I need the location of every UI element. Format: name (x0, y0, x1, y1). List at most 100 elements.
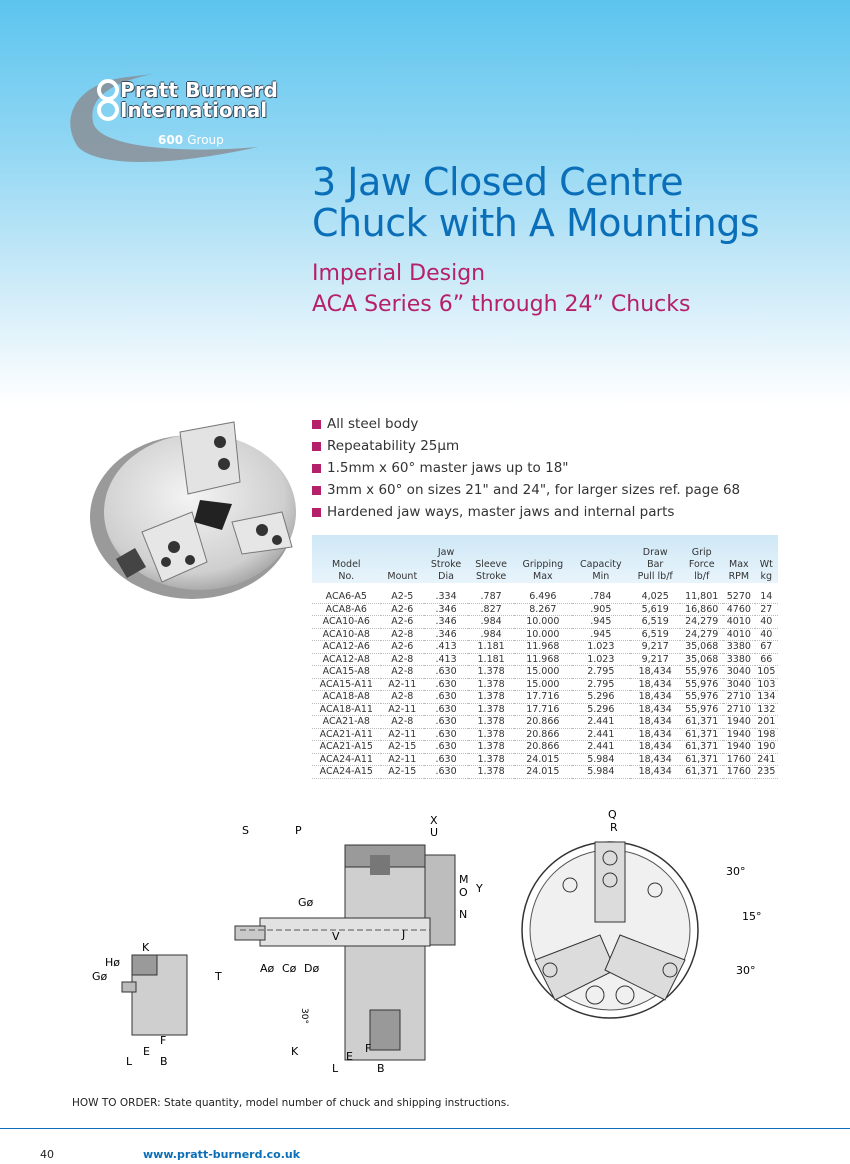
table-cell: 190 (754, 740, 778, 754)
dim-label-Y: Y (475, 882, 483, 895)
table-cell: ACA12-A6 (312, 640, 381, 654)
table-cell: ACA10-A8 (312, 628, 381, 641)
table-cell: 1.378 (468, 703, 515, 716)
table-cell: 20.866 (514, 740, 572, 754)
table-cell: 2.441 (571, 728, 631, 741)
table-cell: 1.378 (468, 765, 515, 779)
table-cell: 18,434 (630, 715, 681, 729)
table-cell: 1760 (723, 765, 755, 779)
column-header-line: Dia (438, 571, 454, 582)
table-cell: 61,371 (680, 715, 724, 729)
table-cell: 6.496 (514, 583, 572, 604)
table-cell: 8.267 (514, 603, 572, 616)
dim-label-J: J (401, 928, 405, 941)
angle-label-2: 15° (742, 910, 762, 923)
column-header-line: lb/f (694, 571, 710, 582)
table-cell: A2-6 (380, 603, 425, 616)
table-cell: 132 (754, 703, 778, 716)
website-link[interactable]: www.pratt-burnerd.co.uk (143, 1148, 301, 1161)
dim-label-C: Cø (282, 962, 297, 975)
table-cell: 5.296 (571, 690, 631, 704)
table-cell: .630 (424, 715, 469, 729)
table-cell: 40 (754, 615, 778, 629)
table-cell: 18,434 (630, 765, 681, 779)
table-cell: 55,976 (680, 690, 724, 704)
dim-label-E: E (346, 1050, 353, 1063)
table-cell: 11.968 (514, 653, 572, 666)
table-cell: A2-11 (380, 678, 425, 691)
feature-item: Repeatability 25µm (312, 435, 740, 457)
table-cell: 61,371 (680, 765, 724, 779)
logo-line-2: International (120, 98, 268, 122)
table-cell: .630 (424, 765, 469, 779)
table-cell: 1.378 (468, 678, 515, 691)
column-header-line (757, 547, 776, 559)
dimension-drawings: S P X U M O N Y Gø V J T Aø Cø Dø 30° K … (92, 810, 762, 1075)
page-title: 3 Jaw Closed Centre Chuck with A Mountin… (312, 162, 760, 245)
table-cell: 24.015 (514, 765, 572, 779)
company-logo (70, 74, 258, 162)
page-number: 40 (40, 1148, 54, 1161)
table-cell: A2-8 (380, 715, 425, 729)
table-cell: ACA21-A15 (312, 740, 381, 754)
table-cell: 11.968 (514, 640, 572, 654)
table-cell: 134 (754, 690, 778, 704)
logo-group-number: 600 (158, 133, 184, 147)
table-cell: 61,371 (680, 728, 724, 741)
column-header-line: No. (338, 571, 355, 582)
header-banner (0, 0, 850, 405)
table-cell: 55,976 (680, 703, 724, 716)
table-cell: 15.000 (514, 678, 572, 691)
table-cell: ACA6-A5 (312, 583, 381, 604)
column-header-line (725, 547, 753, 559)
angle-label-3: 30° (736, 964, 756, 977)
table-cell: 201 (754, 715, 778, 729)
table-cell: 24.015 (514, 753, 572, 766)
column-header-line: Force (688, 559, 715, 570)
table-cell: 10.000 (514, 615, 572, 629)
dim-label-R: R (610, 821, 618, 834)
table-cell: 55,976 (680, 665, 724, 679)
table-cell: .787 (468, 583, 515, 604)
table-cell: .630 (424, 728, 469, 741)
table-cell: 3380 (723, 640, 755, 654)
dim-label-L2: L (126, 1055, 133, 1068)
table-cell: A2-6 (380, 640, 425, 654)
table-cell: .827 (468, 603, 515, 616)
table-cell: 4010 (723, 615, 755, 629)
chuck-photo (90, 421, 296, 599)
table-cell: 18,434 (630, 703, 681, 716)
column-header-line: Min (592, 571, 610, 582)
table-cell: A2-5 (380, 583, 425, 604)
table-cell: .630 (424, 690, 469, 704)
table-cell: 27 (754, 603, 778, 616)
table-cell: ACA12-A8 (312, 653, 381, 666)
table-cell: A2-15 (380, 765, 425, 779)
table-cell: 15.000 (514, 665, 572, 679)
table-column-header: Mount (380, 535, 425, 583)
table-cell: 1.181 (468, 640, 515, 654)
dim-label-H: Hø (105, 956, 120, 969)
column-header-line: Pull lb/f (637, 571, 673, 582)
table-cell: 9,217 (630, 653, 681, 666)
title-line-2: Chuck with A Mountings (312, 201, 760, 245)
table-cell: .945 (571, 615, 631, 629)
subtitle-line-1: Imperial Design (312, 261, 486, 286)
table-cell: 18,434 (630, 753, 681, 766)
column-header-line: kg (760, 571, 773, 582)
table-cell: 4,025 (630, 583, 681, 604)
